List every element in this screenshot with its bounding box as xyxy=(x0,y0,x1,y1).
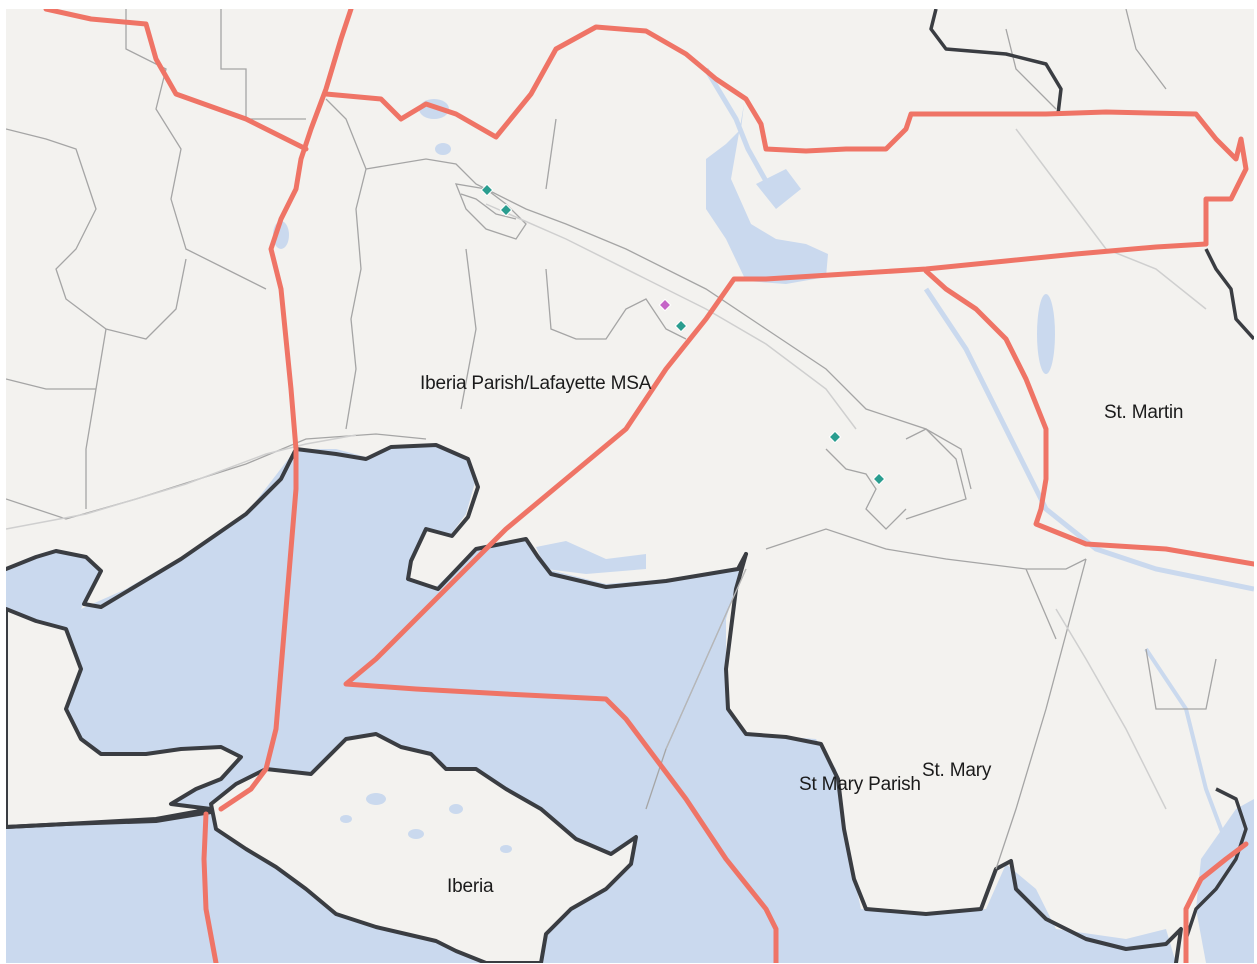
marker-teal[interactable] xyxy=(828,430,842,444)
msa-boundaries xyxy=(43,9,1254,963)
map-canvas[interactable]: Iberia Parish/Lafayette MSA St. Martin S… xyxy=(6,9,1254,963)
lake-water xyxy=(706,104,828,284)
island-lakes xyxy=(340,793,512,853)
marker-teal[interactable] xyxy=(499,203,513,217)
minor-boundaries xyxy=(6,9,1217,870)
lake-water xyxy=(435,143,451,155)
label-st-mary-parish: St Mary Parish xyxy=(799,774,921,795)
parish-boundaries-dark xyxy=(929,9,1254,940)
label-iberia: Iberia xyxy=(447,876,494,897)
label-st-martin: St. Martin xyxy=(1104,402,1184,423)
map-layers xyxy=(6,9,1254,963)
markers[interactable] xyxy=(480,183,886,486)
water-layer xyxy=(6,67,1254,963)
iberia-island xyxy=(209,732,638,963)
marker-magenta[interactable] xyxy=(658,298,672,312)
marker-teal[interactable] xyxy=(872,472,886,486)
label-msa: Iberia Parish/Lafayette MSA xyxy=(420,373,652,394)
channel-line xyxy=(665,568,747,750)
river xyxy=(703,67,1254,592)
marker-teal[interactable] xyxy=(480,183,494,197)
marker-teal[interactable] xyxy=(674,319,688,333)
lake-water xyxy=(1037,294,1055,374)
lake-water xyxy=(536,541,646,574)
coastline xyxy=(6,443,1183,963)
roads xyxy=(6,128,1207,810)
se-water xyxy=(1196,799,1254,963)
label-st-mary: St. Mary xyxy=(922,760,992,781)
